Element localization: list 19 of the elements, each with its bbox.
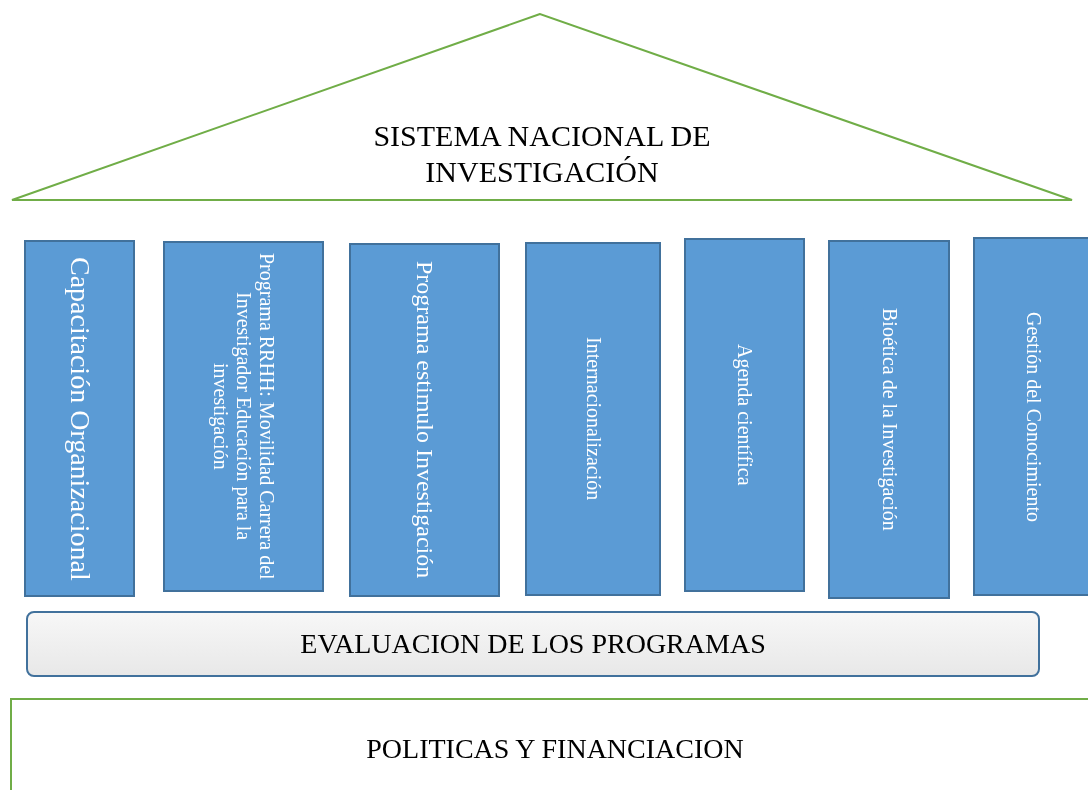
pillar bbox=[24, 240, 135, 597]
pillar-label: Programa estimulo Investigación bbox=[411, 261, 439, 579]
pillar-label: Agenda científica bbox=[733, 344, 756, 486]
pillar-label: Internacionalización bbox=[581, 337, 605, 501]
foundation-box bbox=[10, 698, 1088, 790]
pillar bbox=[684, 238, 805, 592]
foundation-label: POLITICAS Y FINANCIACION bbox=[366, 732, 744, 766]
pillar bbox=[349, 243, 500, 597]
roof-title: SISTEMA NACIONAL DE INVESTIGACIÓN bbox=[372, 118, 712, 190]
pillar bbox=[828, 240, 950, 599]
pillar-label: Capacitación Organizacional bbox=[63, 256, 96, 581]
pillar-label: Bioética de la Investigación bbox=[877, 308, 901, 531]
pillar bbox=[973, 237, 1088, 596]
pillar-label: Gestión del Conocimiento bbox=[1021, 311, 1045, 522]
pillar bbox=[525, 242, 661, 596]
bar-label: EVALUACION DE LOS PROGRAMAS bbox=[300, 627, 766, 661]
pillar bbox=[163, 241, 324, 592]
evaluation-bar bbox=[26, 611, 1040, 677]
pillar-label: Programa RRHH: Movilidad Carrera del Investigador Educación para la investigación bbox=[209, 253, 278, 580]
